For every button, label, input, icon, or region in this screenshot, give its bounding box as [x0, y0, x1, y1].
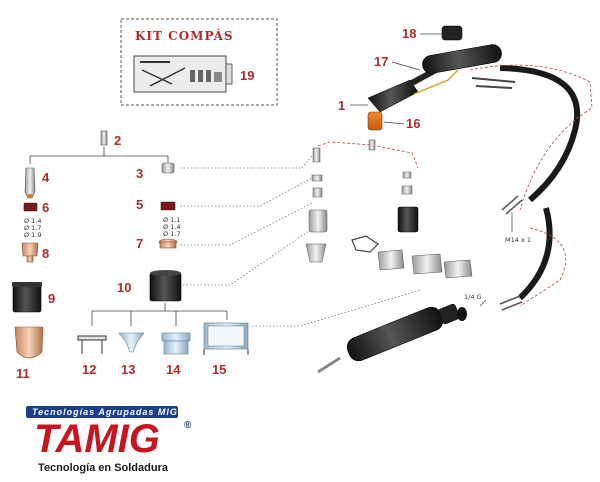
torch-handle [422, 25, 502, 74]
label-8: 8 [42, 246, 49, 261]
kit-compas-box: KIT COMPÁS 19 [120, 18, 278, 106]
part-7-tip [158, 238, 178, 249]
part-2-electrode [100, 130, 108, 146]
label-17: 17 [374, 54, 388, 69]
part-15-guide [203, 322, 249, 355]
label-13: 13 [121, 362, 135, 377]
thread-14g: 1/4 G [464, 293, 482, 301]
thread-m14: M14 x 1 [505, 236, 531, 244]
label-5: 5 [136, 197, 143, 212]
label-11: 11 [16, 366, 30, 381]
logo-registered-mark: ® [184, 420, 192, 431]
label-7: 7 [136, 236, 143, 251]
size-right-1: Ø 1.1 [163, 216, 181, 224]
logo-tagline: Tecnología en Soldadura [38, 462, 169, 474]
label-15: 15 [212, 362, 226, 377]
label-2: 2 [114, 133, 121, 148]
part-12-spacer [77, 335, 107, 354]
torch-body [317, 303, 467, 374]
part-9-retaining-cap [12, 282, 42, 313]
label-10: 10 [117, 280, 131, 295]
leader-lines [180, 141, 421, 327]
size-left-3: Ø 1.9 [24, 231, 42, 239]
label-14: 14 [166, 362, 181, 377]
kit-case-icon [133, 55, 233, 93]
label-1: 1 [338, 98, 345, 113]
part-10-retaining-cap [149, 270, 182, 302]
label-19: 19 [240, 68, 254, 83]
torch-leaders [350, 33, 442, 125]
part-8-nozzle-tip [21, 242, 39, 263]
size-right-2: Ø 1.4 [163, 223, 181, 231]
label-18: 18 [402, 26, 416, 41]
label-4: 4 [42, 170, 50, 185]
label-9: 9 [48, 291, 55, 306]
logo-banner-text: Tecnologías Agrupadas MIG [32, 407, 178, 417]
part-4-electrode [24, 167, 36, 199]
part-11-shield-cup [14, 326, 44, 359]
label-6: 6 [42, 200, 49, 215]
part-5-diffuser [160, 201, 176, 211]
size-left-2: Ø 1.7 [24, 224, 42, 232]
part-13-shield [118, 332, 145, 353]
label-16: 16 [406, 116, 420, 131]
branch-lines-bottom [91, 303, 228, 326]
exploded-middle-parts [305, 139, 473, 279]
part-14-shield [161, 332, 191, 355]
logo-banner-bg [26, 406, 178, 418]
branch-lines-top [29, 147, 169, 164]
label-3: 3 [136, 166, 143, 181]
tamig-logo: Tecnologías Agrupadas MIG TAMIG ® Tecnol… [26, 406, 192, 474]
part-3-electrode [161, 162, 175, 174]
part-6-diffuser [23, 202, 38, 212]
size-right-3: Ø 1.7 [163, 230, 181, 238]
label-12: 12 [82, 362, 96, 377]
size-left-1: Ø 1.4 [24, 217, 42, 225]
logo-wordmark: TAMIG [34, 417, 160, 461]
cable-assembly [469, 64, 593, 311]
kit-title: KIT COMPÁS [135, 28, 234, 43]
